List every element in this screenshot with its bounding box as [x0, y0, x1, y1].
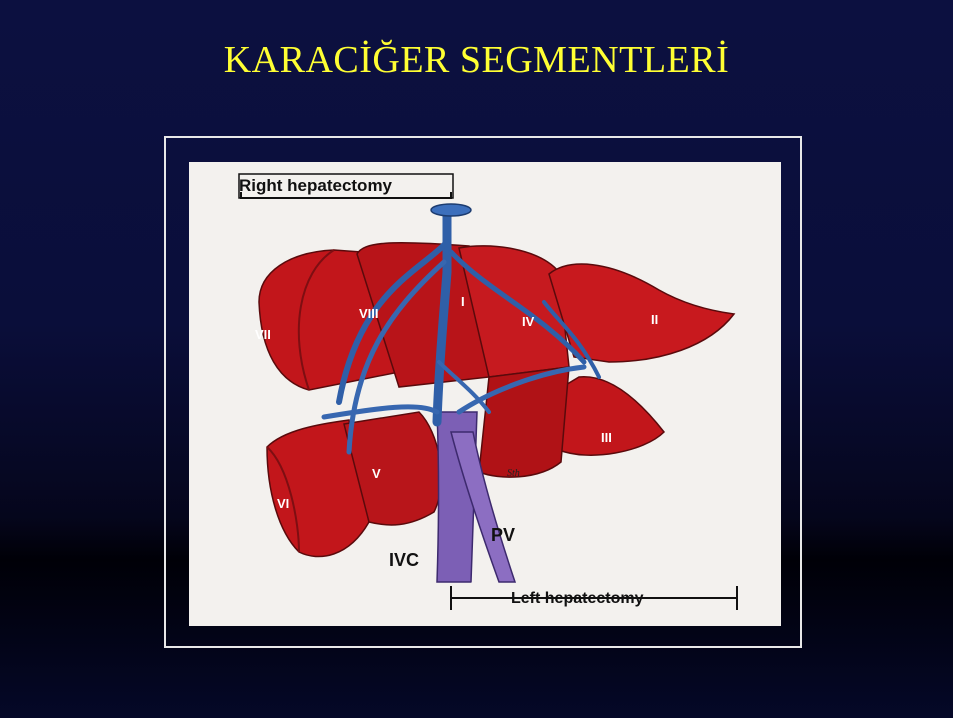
segment-v-label: V [372, 466, 381, 481]
segment-vii-label: VII [255, 327, 271, 342]
ivc-label: IVC [389, 550, 419, 571]
segment-iii-label: III [601, 430, 612, 445]
segment-viii-label: VIII [359, 306, 379, 321]
artist-signature: Sth [507, 468, 520, 479]
liver-illustration [189, 162, 781, 626]
segment-ii-label: II [651, 312, 658, 327]
segment-i-label: I [461, 294, 465, 309]
right-hepatectomy-label: Right hepatectomy [239, 176, 392, 196]
slide-title: KARACİĞER SEGMENTLERİ [0, 38, 953, 82]
liver-segments-diagram: Right hepatectomy Left hepatectomy IVC P… [189, 162, 781, 626]
left-hepatectomy-label: Left hepatectomy [511, 590, 643, 608]
segment-vi-label: VI [277, 496, 289, 511]
pv-label: PV [491, 525, 515, 546]
segment-iv-label: IV [522, 314, 534, 329]
